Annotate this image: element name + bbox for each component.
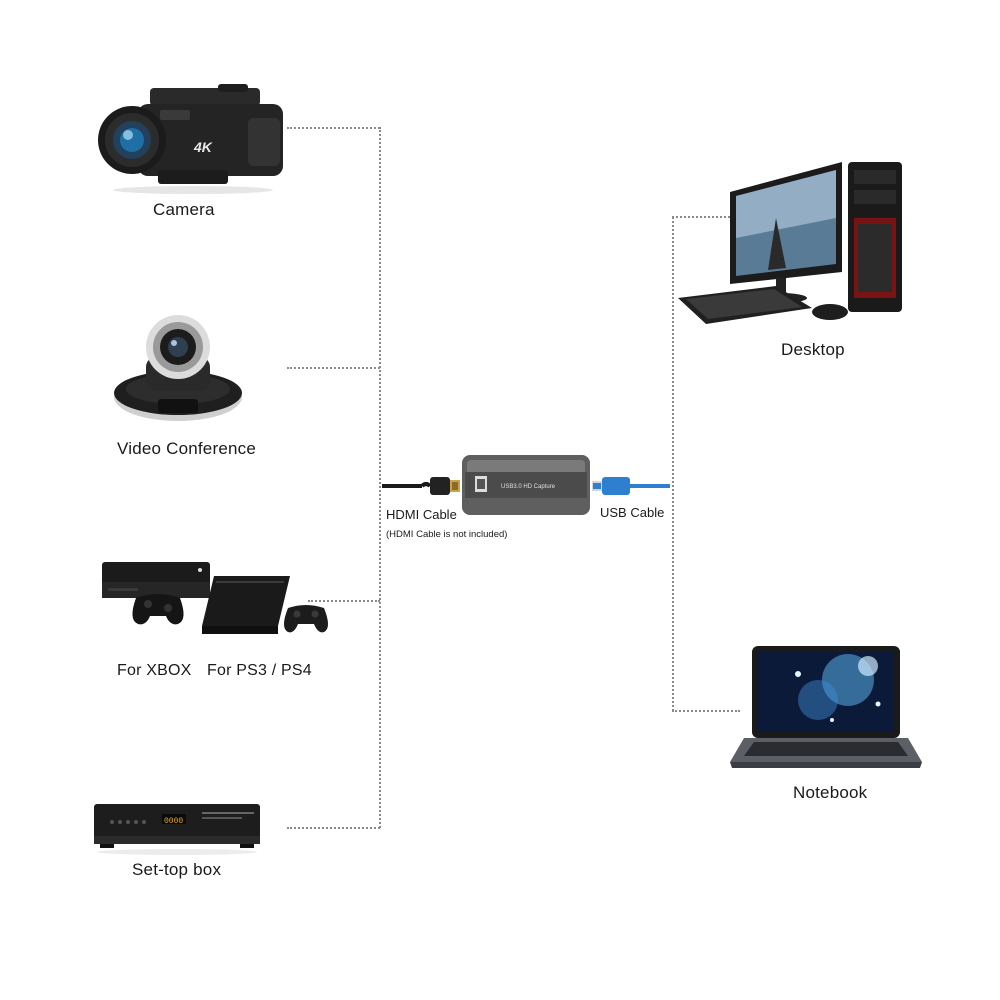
connector-left-bus	[379, 127, 381, 828]
label-settop-box: Set-top box	[132, 860, 221, 880]
video-conference-camera-icon	[110, 313, 246, 425]
camera-4k-badge: 4K	[193, 139, 213, 155]
connector-settop	[287, 827, 380, 829]
hdmi-cable-icon	[382, 474, 462, 498]
usb-capture-device-icon: USB3.0 HD Capture	[461, 454, 591, 516]
label-usb-cable: USB Cable	[600, 505, 664, 520]
label-notebook: Notebook	[793, 783, 867, 803]
label-xbox: For XBOX	[117, 662, 192, 680]
settop-box-icon: 0000	[92, 800, 262, 856]
settop-display: 0000	[164, 817, 183, 826]
connector-right-bus	[672, 217, 674, 711]
label-hdmi-cable: HDMI Cable	[386, 507, 457, 522]
connector-video-conference	[287, 367, 380, 369]
label-ps: For PS3 / PS4	[207, 662, 312, 680]
capture-device-text: USB3.0 HD Capture	[501, 484, 556, 490]
label-camera: Camera	[153, 200, 215, 220]
connector-camera	[287, 127, 380, 129]
label-video-conference: Video Conference	[117, 439, 256, 459]
ps-controller-icon	[282, 600, 330, 636]
usb-cable-icon	[592, 474, 670, 498]
camcorder-icon: 4K	[98, 82, 288, 197]
label-desktop: Desktop	[781, 340, 845, 360]
notebook-laptop-icon	[728, 644, 924, 770]
label-hdmi-cable-note: (HDMI Cable is not included)	[386, 529, 507, 540]
xbox-controller-icon	[130, 590, 186, 628]
ps3-console-icon	[200, 572, 292, 638]
desktop-computer-icon	[676, 158, 906, 324]
